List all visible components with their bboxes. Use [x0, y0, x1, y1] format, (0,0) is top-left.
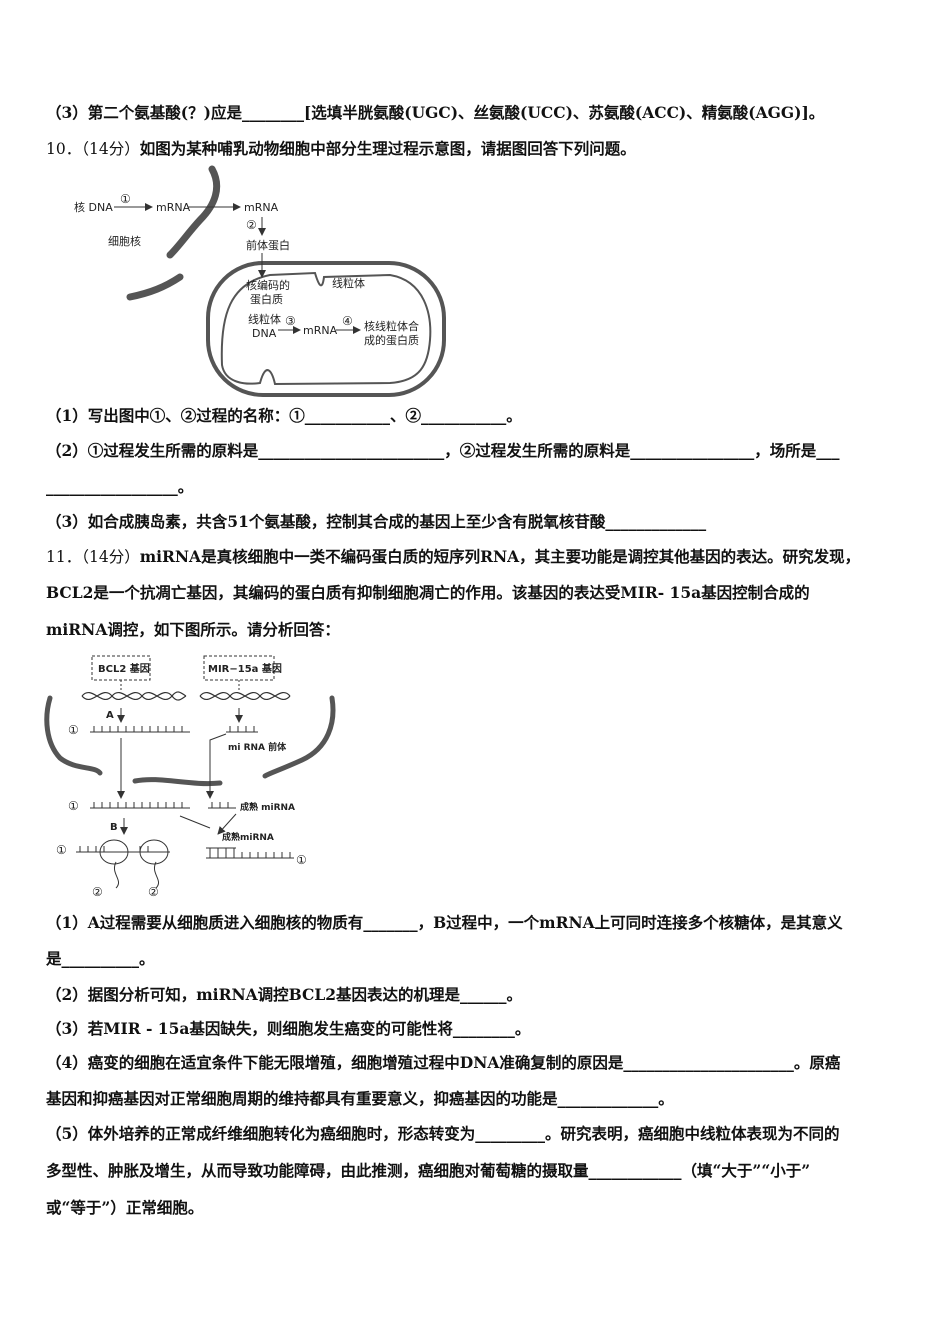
label-mrna-cytoplasm: mRNA [244, 201, 279, 214]
mirna-binding-arrow [217, 813, 237, 835]
ribosome-2 [139, 839, 169, 865]
label-mrna-mito: mRNA [303, 324, 338, 337]
label-mitochondrion: 线粒体 [332, 276, 365, 290]
label-mature-mirna-2: 成熟miRNA [222, 831, 274, 843]
label-process-b: B [110, 822, 118, 833]
mark-1-top: ① [68, 723, 79, 737]
label-step4: ④ [342, 314, 353, 328]
label-nuclear-dna: 核 DNA [74, 200, 113, 214]
figure-mirna-regulation: BCL2 基因 MIR−15a 基因 A ① mi RNA 前体 ① 成熟 mi… [44, 655, 336, 899]
q10-part2: （2）①过程发生所需的原料是________________________，②… [46, 441, 840, 460]
q10-part3: （3）如合成胰岛素，共含51个氨基酸，控制其合成的基因上至少含有脱氧核苷酸___… [46, 512, 707, 531]
label-nuclear-encoded-2: 蛋白质 [250, 292, 283, 306]
mirna-binding-line-left [179, 815, 211, 829]
mitochondrion-outer-membrane [206, 261, 446, 397]
q11-stem: 11．（14分）miRNA是真核细胞中一类不编码蛋白质的短序列RNA，其主要功能… [46, 545, 860, 567]
mark-1-middle: ① [68, 799, 79, 813]
label-mito-dna-1: 线粒体 [248, 312, 281, 326]
q10-text: 如图为某种哺乳动物细胞中部分生理过程示意图，请据图回答下列问题。 [139, 139, 636, 158]
q10-part1: （1）写出图中①、②过程的名称：①___________、②__________… [46, 406, 522, 425]
label-precursor-protein: 前体蛋白 [246, 238, 290, 252]
q11-text: miRNA是真核细胞中一类不编码蛋白质的短序列RNA，其主要功能是调控其他基因的… [139, 547, 861, 566]
label-step2: ② [246, 218, 257, 232]
mir-dna-strand-2 [199, 692, 291, 700]
q11-part4-cont: 基因和抑癌基因对正常细胞周期的维持都具有重要意义，抑癌基因的功能是_______… [46, 1089, 674, 1108]
mitochondrion-inner-membrane [220, 271, 432, 386]
label-step3: ③ [285, 314, 296, 328]
q10-stem: 10．（14分）如图为某种哺乳动物细胞中部分生理过程示意图，请据图回答下列问题。 [46, 137, 636, 159]
mark-1-bottom-left: ① [56, 843, 67, 857]
label-mito-protein-1: 核线粒体合 [364, 319, 419, 333]
nuclear-membrane-left [44, 695, 103, 776]
nuclear-membrane-upper [166, 165, 221, 259]
label-mature-mirna-1: 成熟 miRNA [240, 801, 295, 813]
q11-stem-line2: BCL2是一个抗凋亡基因，其编码的蛋白质有抑制细胞凋亡的作用。该基因的表达受MI… [46, 583, 810, 602]
q11-part1-cont: 是__________。 [46, 949, 155, 968]
q11-part5-cont: 多型性、肿胀及增生，从而导致功能障碍，由此推测，癌细胞对葡萄糖的摄取量_____… [46, 1161, 811, 1180]
mark-2-right: ② [148, 885, 159, 899]
q11-stem-line3: miRNA调控，如下图所示。请分析回答： [46, 620, 340, 639]
label-mito-protein-2: 成的蛋白质 [364, 333, 419, 347]
mark-1-bottom-right: ① [296, 853, 307, 867]
label-mirna-precursor: mi RNA 前体 [228, 741, 287, 753]
polypeptide-2 [154, 861, 160, 889]
q11-part2: （2）据图分析可知，miRNA调控BCL2基因表达的机理是______。 [46, 985, 523, 1004]
label-step1: ① [120, 192, 131, 206]
q9-part3-line: （3）第二个氨基酸(？)应是________[选填半胱氨酸(UGC)、丝氨酸(U… [46, 103, 825, 122]
q11-part1: （1）A过程需要从细胞质进入细胞核的物质有_______，B过程中，一个mRNA… [46, 913, 843, 932]
nuclear-membrane-lower [126, 273, 184, 301]
label-nucleus: 细胞核 [108, 234, 141, 248]
q10-part2-cont: _________________。 [46, 477, 194, 496]
nuclear-membrane-right [262, 695, 336, 779]
ribosome-1 [99, 839, 129, 865]
q11-number: 11．（14分） [46, 548, 140, 566]
figure-mitochondria-diagram: 核 DNA ① mRNA mRNA ② 前体蛋白 细胞核 核编码的 蛋白质 线粒… [74, 165, 446, 397]
label-mir15a-gene: MIR−15a 基因 [208, 662, 282, 675]
bcl2-dna-strand-2 [81, 692, 187, 701]
mir15a-gene-box [203, 655, 275, 681]
q11-part3: （3）若MIR - 15a基因缺失，则细胞发生癌变的可能性将________。 [46, 1019, 531, 1038]
label-mito-dna-2: DNA [252, 327, 277, 340]
q11-part5-end: 或“等于”）正常细胞。 [46, 1198, 204, 1217]
label-mrna-nucleus: mRNA [156, 201, 191, 214]
q11-part5: （5）体外培养的正常成纤维细胞转化为癌细胞时，形态转变为_________。研究… [46, 1124, 840, 1143]
nuclear-membrane-bottom [132, 777, 223, 787]
label-nuclear-encoded-1: 核编码的 [246, 278, 290, 292]
mark-2-left: ② [92, 885, 103, 899]
q11-part4: （4）癌变的细胞在适宜条件下能无限增殖，细胞增殖过程中DNA准确复制的原因是__… [46, 1053, 841, 1072]
q10-number: 10．（14分） [46, 140, 140, 158]
label-process-a: A [106, 710, 114, 721]
polypeptide-1 [114, 861, 120, 889]
label-bcl2-gene: BCL2 基因 [98, 662, 150, 675]
